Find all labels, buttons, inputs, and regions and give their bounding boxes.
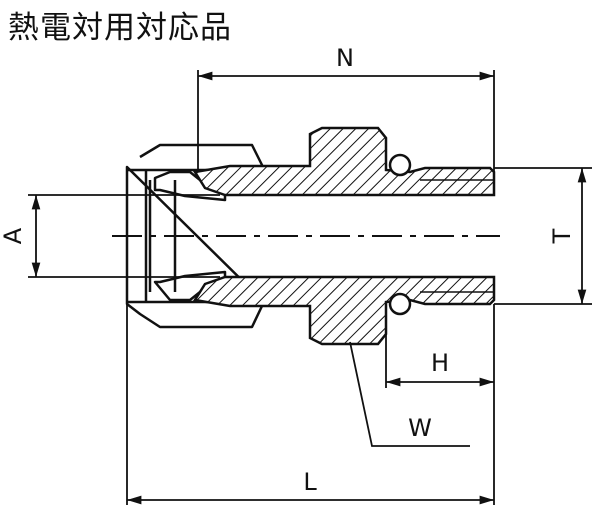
o-ring-top — [388, 153, 412, 177]
label-N: N — [336, 44, 354, 72]
body-upper-section — [192, 126, 496, 197]
label-W: W — [408, 414, 432, 442]
body-lower-section — [192, 275, 496, 346]
label-H: H — [431, 349, 449, 377]
label-T: T — [548, 228, 576, 244]
label-A: A — [0, 227, 27, 244]
o-ring-bottom — [388, 292, 412, 316]
diagram-title: 熱電対用対応品 — [8, 10, 232, 46]
label-L: L — [303, 468, 317, 496]
dim-W-leader — [349, 341, 470, 447]
